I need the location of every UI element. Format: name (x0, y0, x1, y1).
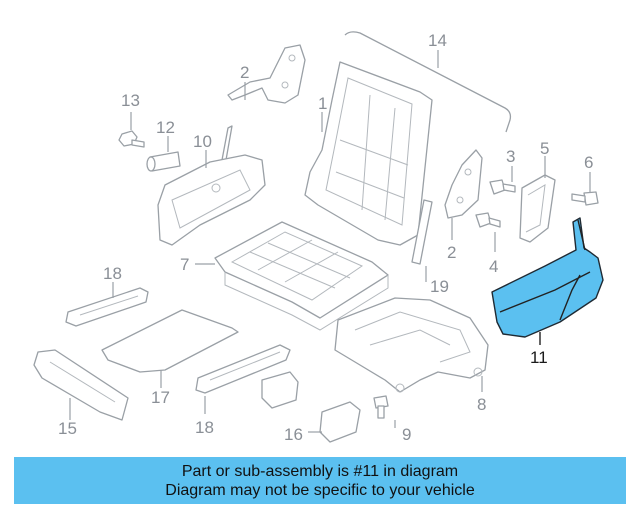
part-18-rail-lower (195, 344, 291, 394)
part-5-cover (519, 174, 556, 243)
callout-15: 15 (58, 419, 77, 438)
callout-11: 11 (530, 348, 548, 367)
info-banner: Part or sub-assembly is #11 in diagram D… (14, 457, 626, 504)
callout-16: 16 (284, 425, 303, 444)
callout-17: 17 (151, 388, 170, 407)
callout-3: 3 (506, 147, 515, 166)
callout-14: 14 (428, 31, 447, 50)
leader-lines (69, 50, 591, 433)
callout-18-lower: 18 (195, 418, 214, 437)
part-3-bolt (489, 179, 516, 195)
callout-2-lower: 2 (447, 243, 456, 262)
banner-line-2: Diagram may not be specific to your vehi… (165, 481, 475, 499)
part-6-bolt (571, 191, 599, 206)
parts-diagram: 1 2 2 3 4 5 6 7 8 9 10 11 12 13 14 15 16… (33, 31, 604, 444)
callout-10: 10 (193, 132, 212, 151)
part-11-highlighted (491, 217, 604, 338)
banner-line-1: Part or sub-assembly is #11 in diagram (181, 462, 459, 480)
part-19-strap (411, 199, 433, 265)
callout-12: 12 (156, 118, 175, 137)
callout-18-upper: 18 (103, 264, 122, 283)
callout-4: 4 (489, 257, 498, 276)
part-15-side-trim (33, 349, 129, 421)
callout-9: 9 (402, 425, 411, 444)
part-17-wire-frame (101, 309, 239, 373)
part-8-seat-track (334, 297, 489, 393)
part-2-hinge-bracket-lower (444, 149, 483, 219)
part-9-bolt (373, 395, 389, 419)
callout-2-upper: 2 (240, 63, 249, 82)
part-10-side-panel (157, 125, 266, 246)
callout-1: 1 (318, 94, 327, 113)
part-1-seat-back-frame (304, 61, 433, 246)
callout-5: 5 (540, 139, 549, 158)
callout-8: 8 (477, 395, 486, 414)
part-13-bolt (118, 130, 145, 148)
part-18-rail-upper (65, 287, 149, 327)
part-14-rod (344, 31, 512, 133)
callout-13: 13 (121, 91, 140, 110)
callout-6: 6 (584, 153, 593, 172)
part-16-bracket (261, 371, 361, 443)
part-4-bolt (475, 212, 501, 228)
callout-7: 7 (180, 255, 189, 274)
callout-19: 19 (430, 277, 449, 296)
part-2-hinge-bracket-upper (227, 44, 306, 104)
part-12-cap (146, 151, 181, 172)
part-7-seat-cushion-frame (214, 221, 389, 331)
